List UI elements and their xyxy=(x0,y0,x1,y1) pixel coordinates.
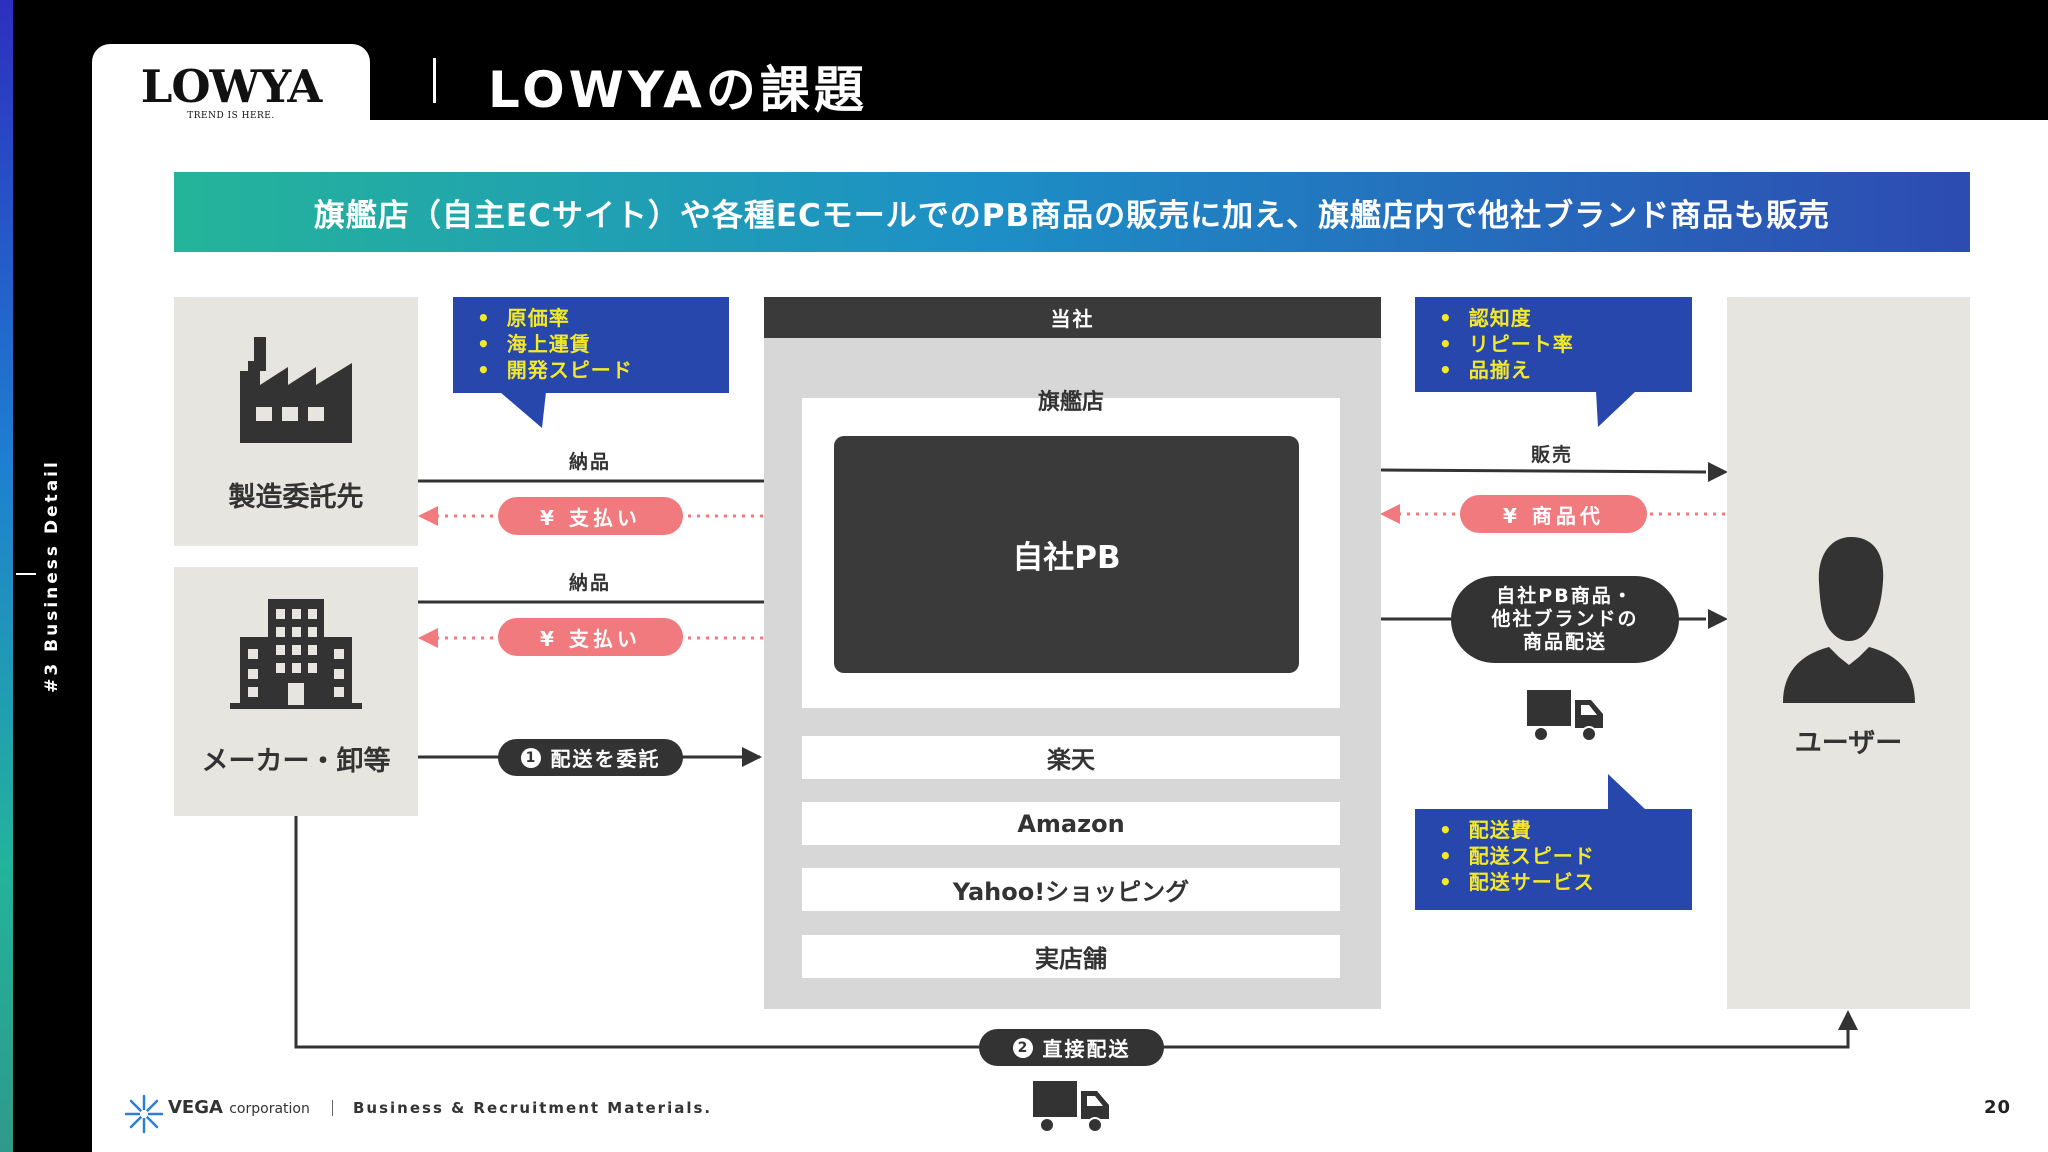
vega-logo-icon xyxy=(124,1094,164,1134)
product-delivery-pill: 自社PB商品・ 他社ブランドの 商品配送 xyxy=(1451,576,1679,663)
price-pill: ¥ 商品代 xyxy=(1460,495,1647,533)
channel-rakuten: 楽天 xyxy=(802,736,1340,779)
entrust-pill: 1 配送を委託 xyxy=(498,739,683,776)
user-label: ユーザー xyxy=(1794,728,1903,759)
cost-bubble: • 原価率 • 海上運賃 • 開発スピード xyxy=(453,297,729,393)
price-arrowhead xyxy=(1380,504,1400,524)
truck-icon xyxy=(1033,1081,1109,1133)
manufacturer-label: 製造委託先 xyxy=(228,482,364,513)
cost-bubble-tail xyxy=(500,392,546,428)
sale-label: 販売 xyxy=(1530,444,1573,466)
product-delivery-line-2: 他社ブランドの xyxy=(1491,608,1639,630)
channel-physical-store: 実店舗 xyxy=(802,935,1340,978)
company-header: 当社 xyxy=(764,297,1381,338)
bubble-item: • 配送費 xyxy=(1439,818,1532,842)
factory-icon xyxy=(240,337,352,443)
delivery-label-1: 納品 xyxy=(568,451,611,473)
header-separator xyxy=(433,58,436,103)
bubble-item: • 配送スピード xyxy=(1439,844,1595,868)
logo-tab xyxy=(92,44,370,134)
lowya-logo-sub: TREND IS HERE. xyxy=(187,111,275,121)
direct-delivery-label: 直接配送 xyxy=(1042,1037,1131,1061)
page-number: 20 xyxy=(1984,1097,2012,1118)
step-number-1: 1 xyxy=(520,747,541,768)
payment-pill-1: ¥ 支払い xyxy=(498,497,683,535)
channel-yahoo: Yahoo!ショッピング xyxy=(802,868,1340,911)
bubble-item: • 品揃え xyxy=(1439,358,1532,382)
sale-line xyxy=(1380,468,1707,474)
maker-label: メーカー・卸等 xyxy=(201,746,391,777)
bubble-item: • 海上運賃 xyxy=(477,332,591,356)
brand-bubble: • 認知度 • リピート率 • 品揃え xyxy=(1415,297,1692,392)
company-suffix: corporation xyxy=(229,1101,310,1117)
footer-tagline: Business & Recruitment Materials. xyxy=(353,1099,713,1117)
product-delivery-line-3: 商品配送 xyxy=(1522,631,1607,653)
entrust-arrowhead xyxy=(742,747,762,767)
delivery-label-2: 納品 xyxy=(568,572,611,594)
building-icon xyxy=(230,599,362,709)
bubble-item: • 開発スピード xyxy=(477,358,633,382)
footer-separator xyxy=(332,1100,333,1116)
manufacturer-box: 製造委託先 xyxy=(174,297,418,546)
truck-icon xyxy=(1527,690,1603,742)
side-tick xyxy=(16,573,36,575)
summary-banner: 旗艦店（自主ECサイト）や各種ECモールでのPB商品の販売に加え、旗艦店内で他社… xyxy=(174,172,1970,252)
payment-arrowhead-2 xyxy=(418,628,438,648)
channel-amazon: Amazon xyxy=(802,802,1340,845)
maker-box: メーカー・卸等 xyxy=(174,567,418,816)
sale-arrowhead xyxy=(1708,462,1728,482)
payment-pill-2: ¥ 支払い xyxy=(498,618,683,656)
lowya-logo: LOWYA xyxy=(140,60,323,113)
bubble-item: • 原価率 xyxy=(477,306,570,330)
direct-delivery-pill: 2 直接配送 xyxy=(979,1029,1164,1066)
bubble-item: • 認知度 xyxy=(1439,306,1532,330)
own-pb-block: 自社PB xyxy=(834,436,1299,673)
entrust-label: 配送を委託 xyxy=(550,747,661,771)
product-delivery-line-1: 自社PB商品・ xyxy=(1496,585,1634,607)
payment-arrowhead-1 xyxy=(418,506,438,526)
user-box: ユーザー xyxy=(1727,297,1970,1009)
step-number-2: 2 xyxy=(1012,1037,1033,1058)
product-delivery-arrowhead xyxy=(1708,609,1728,629)
company-name: VEGA xyxy=(168,1097,223,1118)
brand-bubble-tail xyxy=(1596,391,1636,427)
side-gradient-bar xyxy=(0,0,13,1152)
flagship-store-label: 旗艦店 xyxy=(1037,390,1104,415)
bubble-item: • 配送サービス xyxy=(1439,870,1595,894)
shipping-bubble: • 配送費 • 配送スピード • 配送サービス xyxy=(1415,809,1692,910)
direct-delivery-arrowhead xyxy=(1838,1010,1858,1030)
shipping-bubble-tail xyxy=(1608,774,1646,810)
footer-company: VEGA corporation xyxy=(168,1097,310,1118)
bubble-item: • リピート率 xyxy=(1439,332,1574,356)
user-icon xyxy=(1783,537,1915,703)
page-title: LOWYAの課題 xyxy=(488,61,868,119)
